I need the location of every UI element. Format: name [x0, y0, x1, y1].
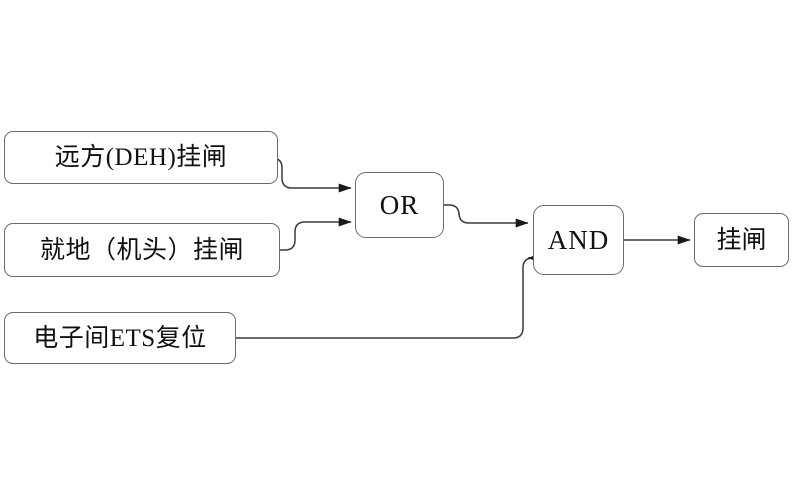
output-block-result[interactable]: 挂闸 [694, 213, 789, 267]
input-block-deh-label: 远方(DEH)挂闸 [54, 144, 228, 171]
gate-or-label: OR [379, 189, 420, 220]
input-block-local-label: 就地（机头）挂闸 [39, 236, 244, 264]
input-block-ets[interactable]: 电子间ETS复位 [4, 312, 236, 364]
wire-deh-to-or [271, 157, 352, 193]
gate-or[interactable]: OR [355, 172, 444, 238]
output-block-result-label: 挂闸 [716, 226, 767, 254]
wire-local-to-or [279, 217, 352, 251]
input-block-deh[interactable]: 远方(DEH)挂闸 [4, 131, 278, 184]
gate-and-label: AND [547, 224, 610, 255]
input-block-local[interactable]: 就地（机头）挂闸 [4, 223, 280, 277]
gate-and[interactable]: AND [533, 205, 624, 275]
wire-or-to-and [443, 204, 529, 228]
input-block-ets-label: 电子间ETS复位 [33, 324, 207, 352]
